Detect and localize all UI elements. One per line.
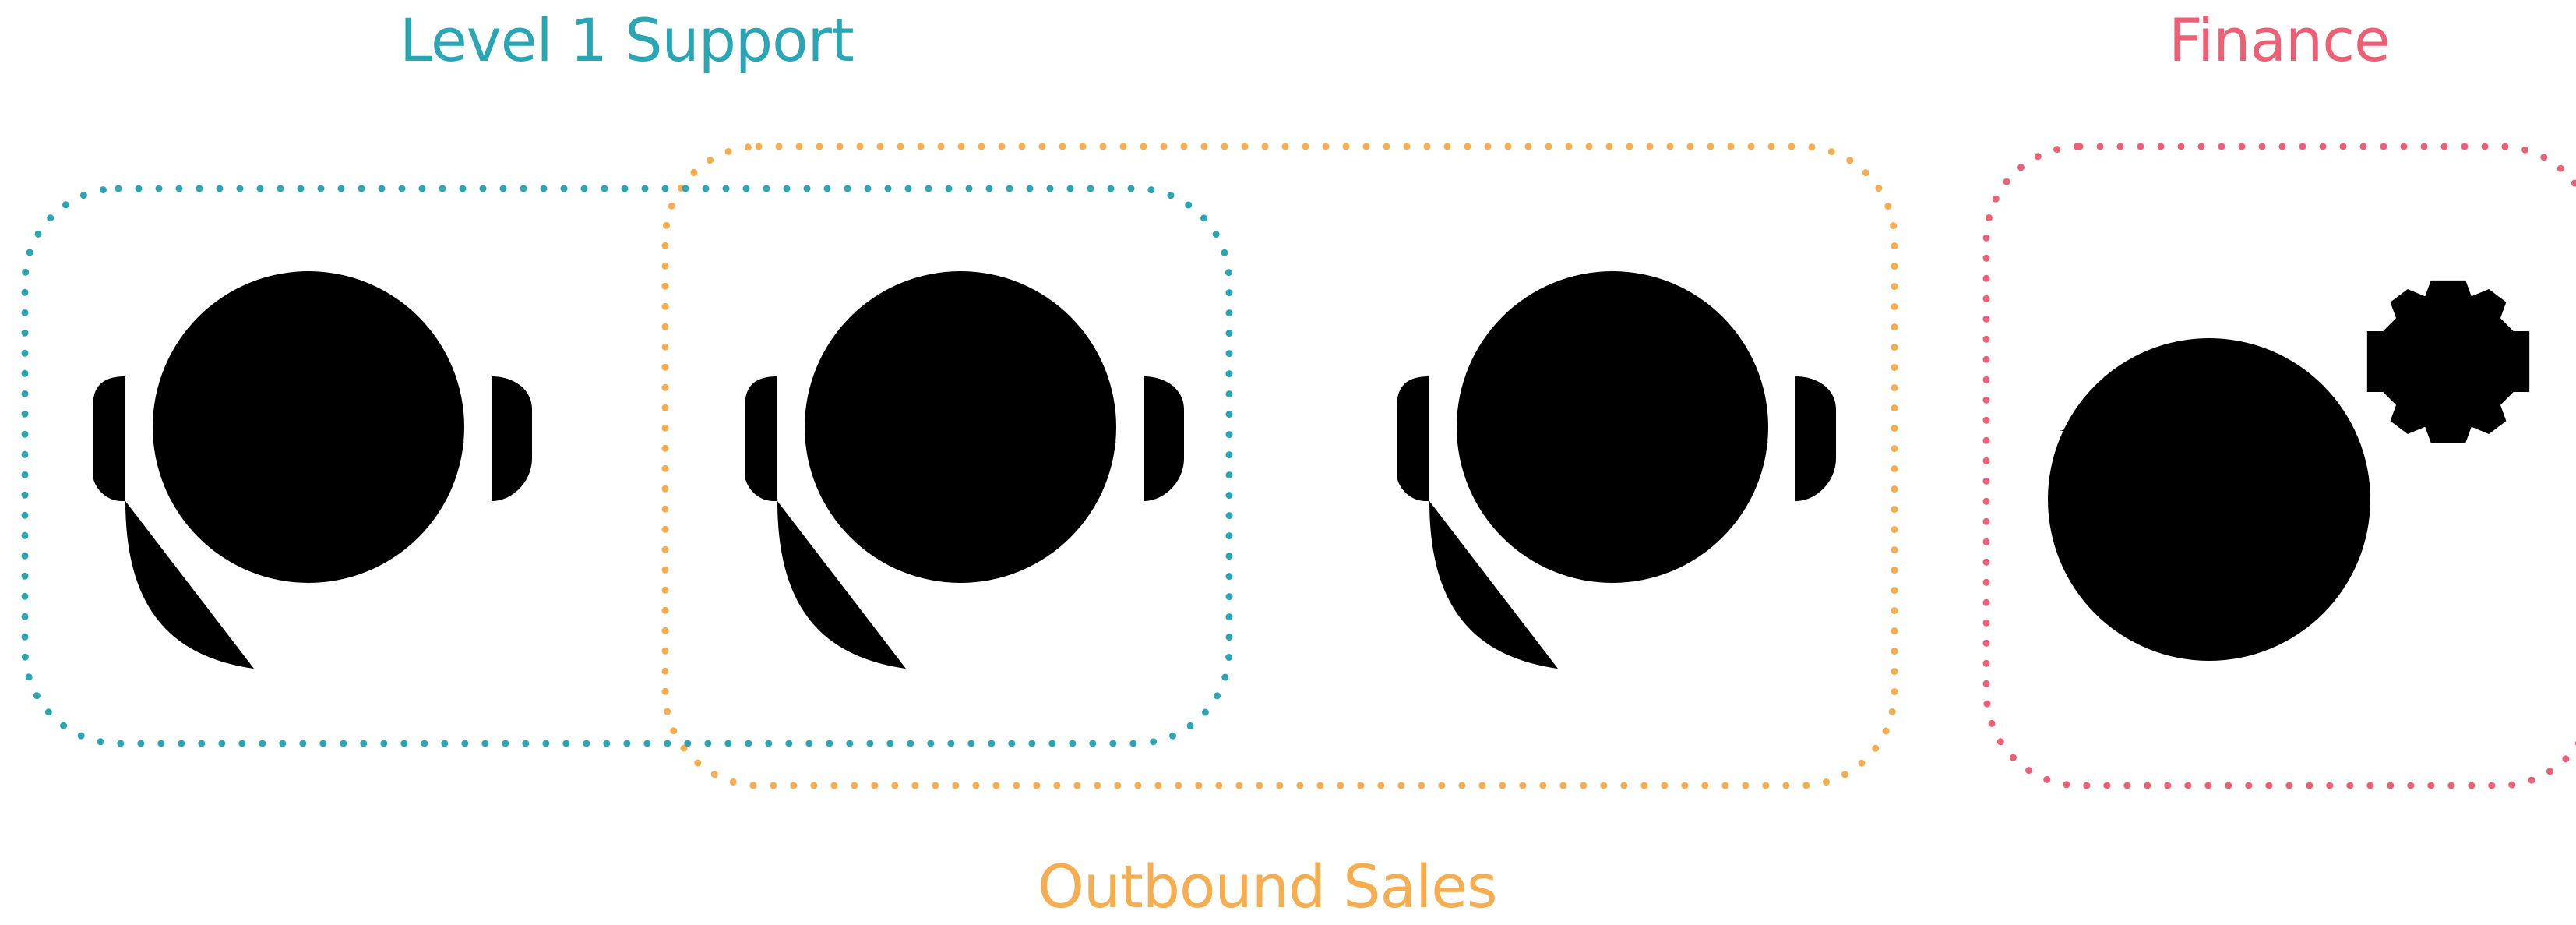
headset-agent-icon — [745, 271, 1184, 669]
user-with-gear-icon — [2048, 280, 2530, 661]
finance-boundary — [1982, 143, 2576, 789]
finance-label: Finance — [2169, 5, 2391, 75]
level1-support-label: Level 1 Support — [400, 5, 855, 75]
headset-agent-icon — [93, 271, 532, 669]
outbound-sales-boundary — [661, 143, 1898, 789]
headset-agent-icon — [1397, 271, 1836, 669]
level1-support-boundary — [21, 185, 1233, 747]
outbound-sales-label: Outbound Sales — [1038, 852, 1498, 921]
